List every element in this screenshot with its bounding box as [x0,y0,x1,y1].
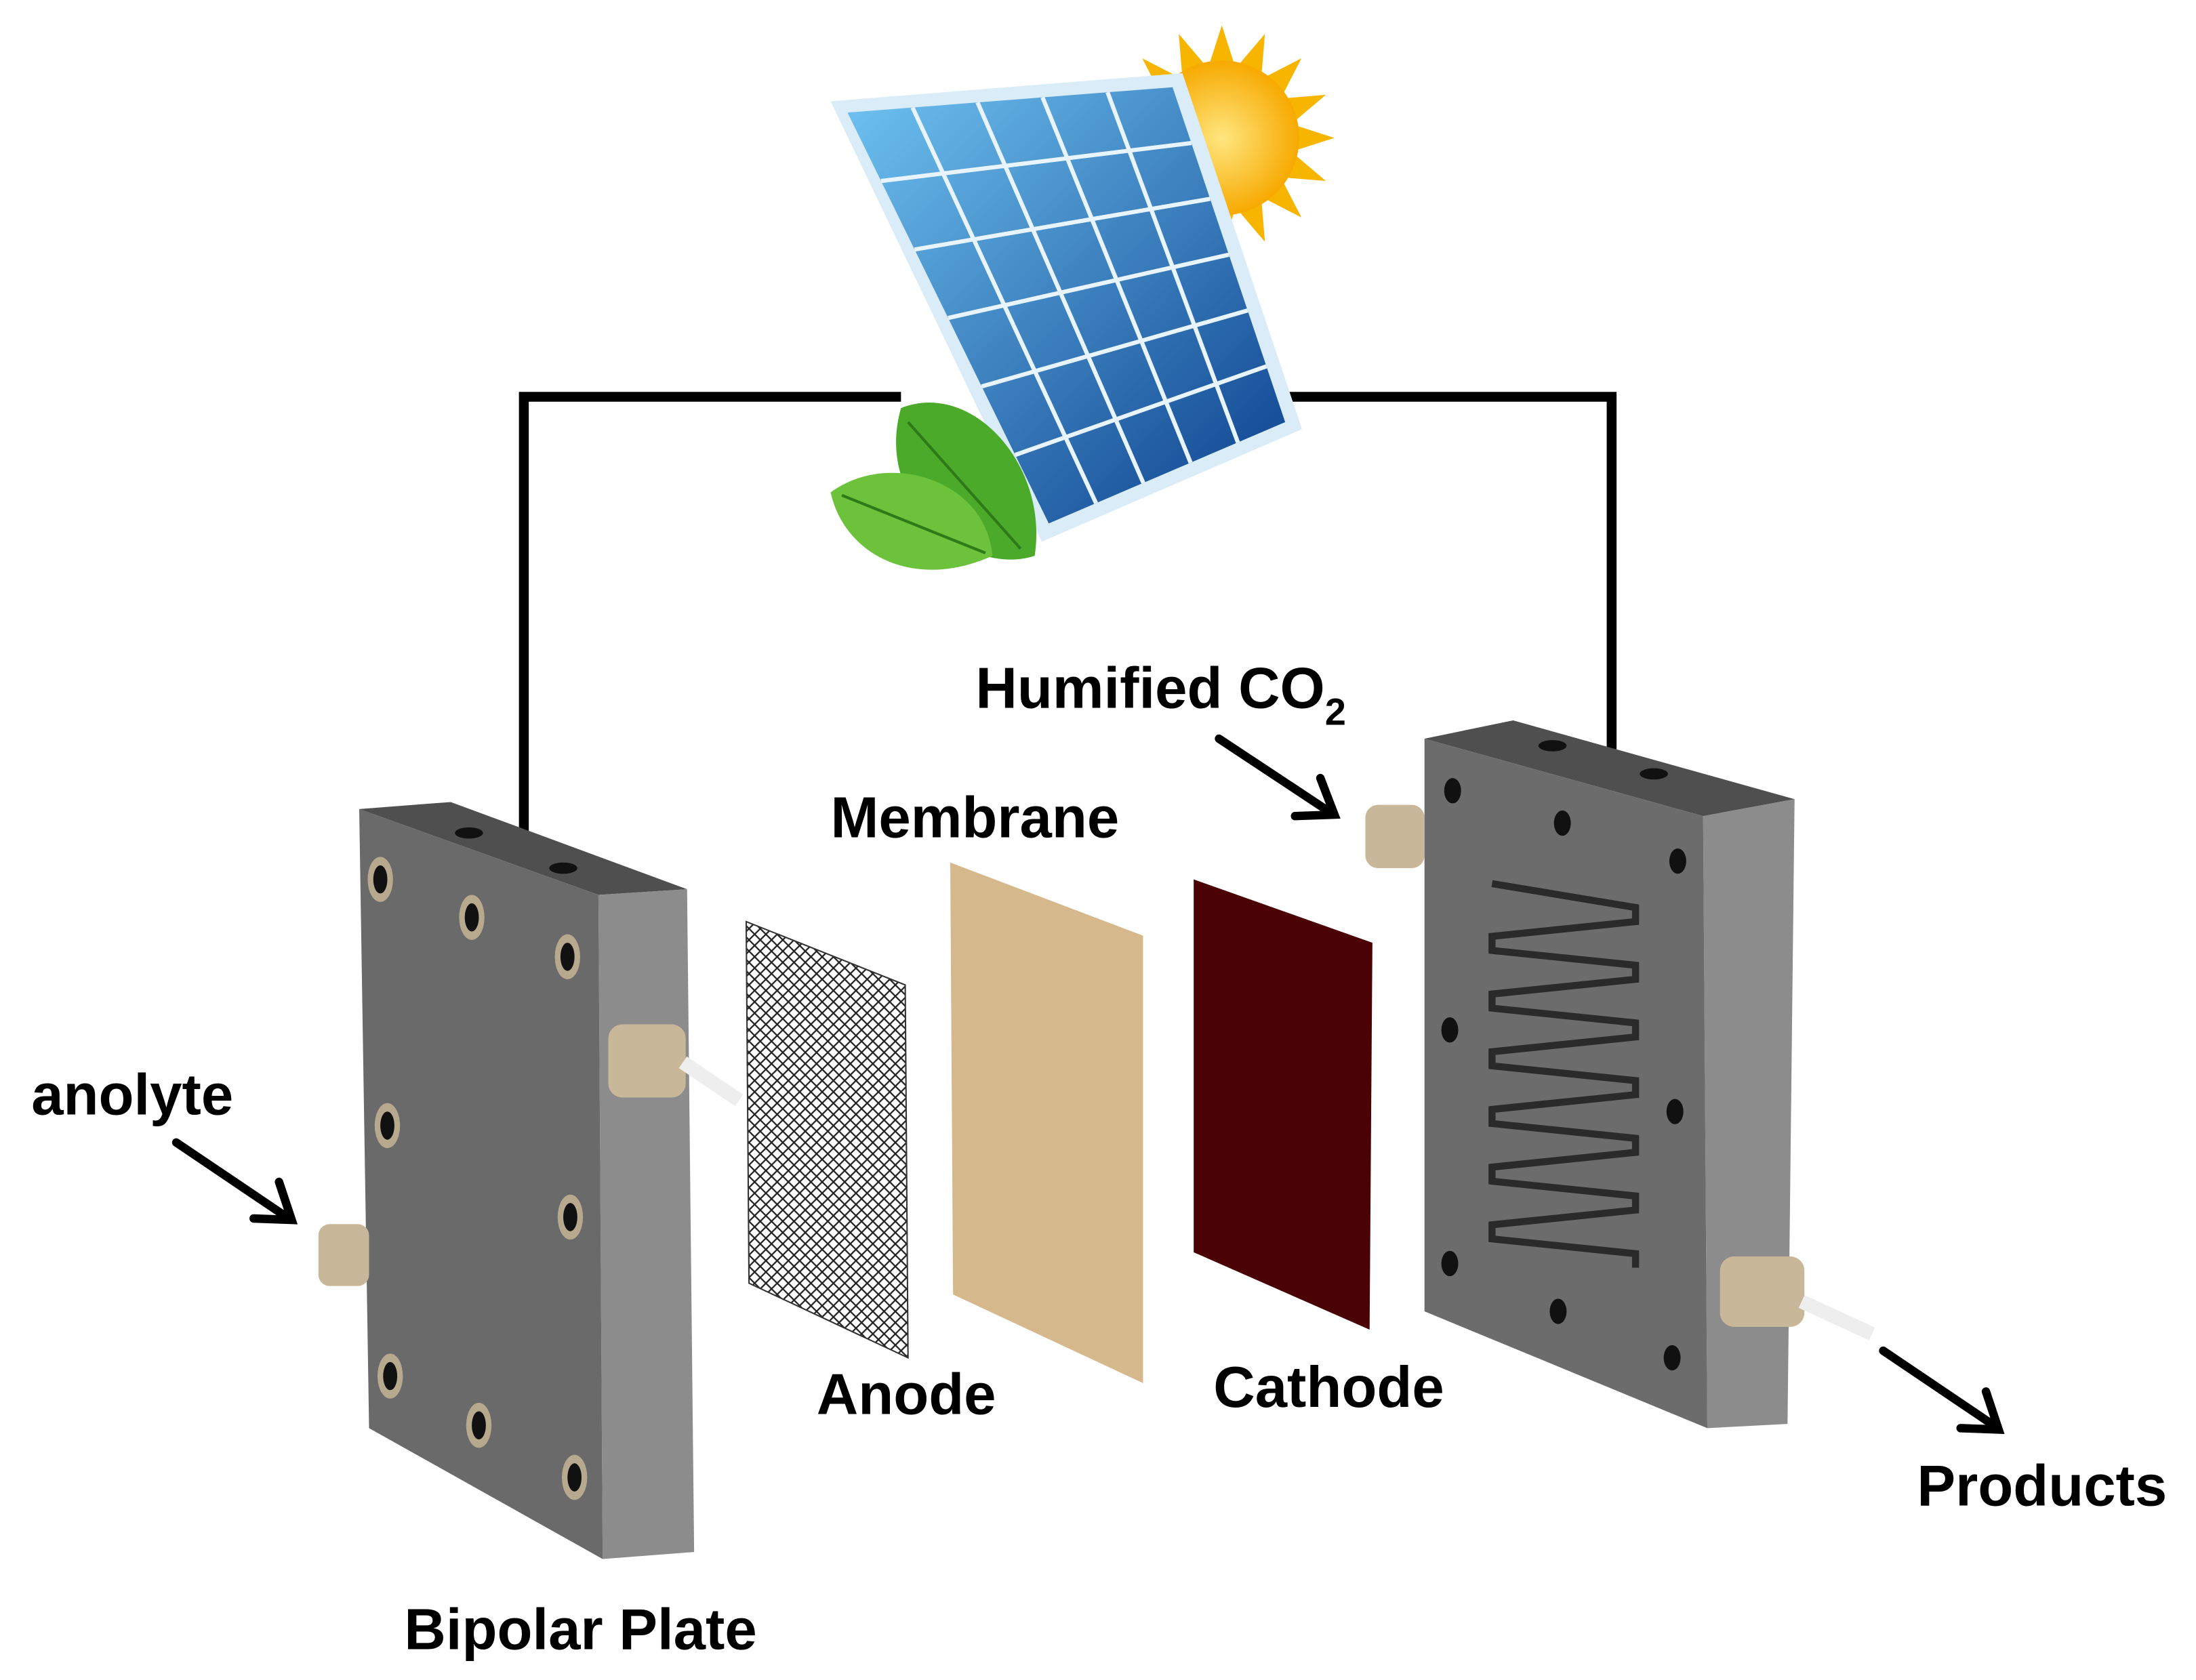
cathode-label: Cathode [1213,1355,1444,1420]
humified-co2-label: Humified CO2 [975,656,1346,733]
panel-grid-line [880,140,1192,184]
sun-ray [1240,34,1265,72]
panel-grid-line [948,252,1229,321]
membrane-label: Membrane [831,785,1120,850]
bolt-hole [1441,1250,1459,1277]
bolt-hole [1553,810,1571,836]
bolt-hole [1663,1345,1681,1371]
right-bipolar-plate [1365,720,1875,1429]
products-label: Products [1917,1454,2167,1519]
leaves-icon [830,402,1037,570]
bolt-hole [567,1463,582,1492]
panel-grid-line [981,308,1248,389]
bolt-hole [464,903,479,932]
left-plate-outlet-fitting [608,1024,686,1098]
sun-ray [1210,25,1234,62]
flow-field-channels [1488,880,1640,1268]
bolt-hole [380,1111,394,1140]
bolt-hole [1669,848,1686,874]
bolt-hole [1441,1017,1459,1043]
membrane-sheet [950,862,1143,1383]
left-plate-inlet-fitting [318,1224,369,1286]
sun-ray [1288,94,1326,120]
bolt-hole [1549,1298,1567,1324]
flow-arrows [171,734,2005,1434]
co2-inlet-fitting [1365,804,1425,869]
bolt-hole [383,1361,398,1391]
bipolar-plate-label: Bipolar Plate [404,1597,756,1662]
sun-ray [1288,156,1326,182]
left-bipolar-plate [318,802,744,1559]
sun-ray [1298,126,1335,150]
solar-panel [830,73,1303,542]
anolyte-arrow [171,1138,298,1225]
bolt-hole [1444,778,1461,804]
bolt-hole [563,1203,577,1231]
bolt-hole [1666,1099,1684,1124]
serpentine-channel [1488,880,1640,1268]
products-outlet-fitting [1720,1256,1805,1327]
bolt-hole [472,1411,486,1439]
anode-mesh [745,920,909,1359]
anode-label: Anode [817,1363,996,1427]
bolt-hole [373,865,388,894]
anolyte-label: anolyte [31,1063,233,1127]
panel-grid-line [914,197,1211,252]
co2-arrow [1215,734,1341,821]
products-arrow [1879,1346,2005,1434]
panel-grid-line [1014,364,1267,457]
bolt-hole [560,943,575,971]
sun-ray [1179,34,1204,72]
sun-ray [1240,204,1265,242]
cathode-sheet [1194,879,1372,1330]
circuit-wire [518,392,1617,847]
